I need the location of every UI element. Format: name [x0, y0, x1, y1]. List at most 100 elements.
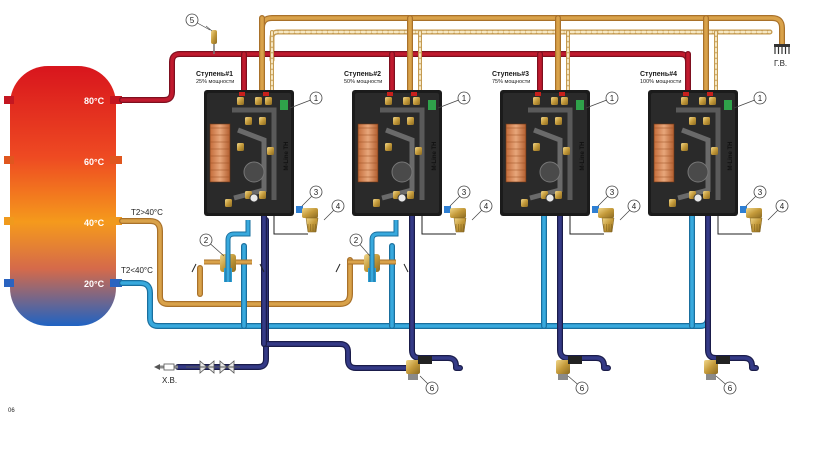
- temperature-sensor: [211, 30, 217, 54]
- brass-fitting: [561, 97, 568, 105]
- brass-fitting: [555, 191, 562, 199]
- tank-port: [4, 156, 14, 164]
- module-panel: [207, 93, 291, 213]
- cold-water-pipe: [175, 217, 269, 370]
- stage-power: 50% мощности: [344, 79, 382, 85]
- module-label: M-Line TH: [432, 142, 438, 171]
- module-panel: [503, 93, 587, 213]
- callout-circle: [185, 13, 199, 27]
- brass-fitting: [237, 97, 244, 105]
- stage-title: Ступень#2: [344, 71, 381, 78]
- tank-port: [110, 156, 122, 164]
- callout-circle: [605, 185, 619, 199]
- brass-fitting: [407, 191, 414, 199]
- shutoff-valve: [704, 356, 730, 380]
- part3-icon: [592, 206, 599, 213]
- module-panel: [651, 93, 735, 213]
- tank-port: [110, 217, 122, 225]
- callout-number: 3: [758, 188, 763, 197]
- tank-body: [10, 66, 116, 326]
- callout-number: 3: [610, 188, 615, 197]
- cold-water-inlet: [154, 360, 240, 374]
- callout-number: 3: [462, 188, 467, 197]
- callout-circle: [575, 381, 589, 395]
- heat-exchanger: [505, 123, 527, 183]
- storage-tank: 80°C 60°C 40°C 20°C: [4, 66, 122, 326]
- tank-port: [110, 279, 122, 287]
- brass-fitting: [521, 199, 528, 207]
- valve-handle: [263, 92, 269, 96]
- valve-handle: [239, 92, 245, 96]
- stage-title: Ступень#4: [640, 71, 677, 78]
- brass-fitting: [563, 147, 570, 155]
- stage-title: Ступень#1: [196, 71, 233, 78]
- tank-port: [4, 96, 14, 104]
- callout-circle: [199, 233, 213, 247]
- brass-fitting: [703, 191, 710, 199]
- mid-return-pipe: [120, 219, 352, 306]
- part4-icon: [601, 217, 615, 233]
- brass-fitting: [415, 147, 422, 155]
- callout-number: 4: [484, 202, 489, 211]
- brass-fitting: [259, 191, 266, 199]
- valve-handle: [559, 92, 565, 96]
- cold-water-branch: [409, 213, 463, 371]
- callout-circle: [605, 91, 619, 105]
- callout-number: 2: [204, 236, 209, 245]
- shutoff-valve: [406, 356, 432, 380]
- callout-number: 4: [336, 202, 341, 211]
- callout-circle: [627, 199, 641, 213]
- module-panel: [355, 93, 439, 213]
- brass-fitting: [245, 117, 252, 125]
- brass-fitting: [699, 97, 706, 105]
- stage-power: 25% мощности: [196, 79, 234, 85]
- callout-circle: [331, 199, 345, 213]
- tank-port: [4, 217, 14, 225]
- callout-number: 1: [758, 94, 763, 103]
- brass-fitting: [259, 117, 266, 125]
- pump-icon: [687, 161, 709, 183]
- callout-circle: [425, 381, 439, 395]
- valve-handle: [535, 92, 541, 96]
- gauge-icon: [545, 193, 555, 203]
- callout-number: 5: [190, 16, 195, 25]
- cold-water-pipe: [176, 218, 268, 369]
- flow-arrow-icon: [403, 263, 409, 273]
- brass-fitting: [237, 143, 244, 151]
- part4-icon: [453, 217, 467, 233]
- cold-water-branch: [557, 213, 611, 371]
- callout-number: 6: [430, 384, 435, 393]
- brass-fitting: [407, 117, 414, 125]
- shower-head-icon: [774, 44, 790, 54]
- cold-water-branch: [558, 214, 610, 370]
- stage-power: 100% мощности: [640, 79, 681, 85]
- cold-water-branch: [705, 213, 759, 371]
- part3-icon: [740, 206, 747, 213]
- callout-number: 6: [728, 384, 733, 393]
- brass-fitting: [373, 199, 380, 207]
- heat-exchanger: [653, 123, 675, 183]
- mline-module: M-Line TH Ступень#250% мощности: [344, 71, 467, 235]
- callout-number: 3: [314, 188, 319, 197]
- brass-fitting: [225, 199, 232, 207]
- threshold-low-label: T2<40°C: [121, 266, 153, 275]
- module-label: M-Line TH: [580, 142, 586, 171]
- callout-number: 1: [314, 94, 319, 103]
- callout-number: 6: [580, 384, 585, 393]
- valve-handle: [683, 92, 689, 96]
- brass-fitting: [385, 97, 392, 105]
- flow-arrow-icon: [335, 263, 341, 273]
- brass-fitting: [711, 147, 718, 155]
- brass-fitting: [689, 117, 696, 125]
- valve-handle: [387, 92, 393, 96]
- callout-number: 4: [780, 202, 785, 211]
- pump-icon: [391, 161, 413, 183]
- callout-circle: [775, 199, 789, 213]
- actuator-icon: [418, 356, 432, 364]
- callout-number: 1: [462, 94, 467, 103]
